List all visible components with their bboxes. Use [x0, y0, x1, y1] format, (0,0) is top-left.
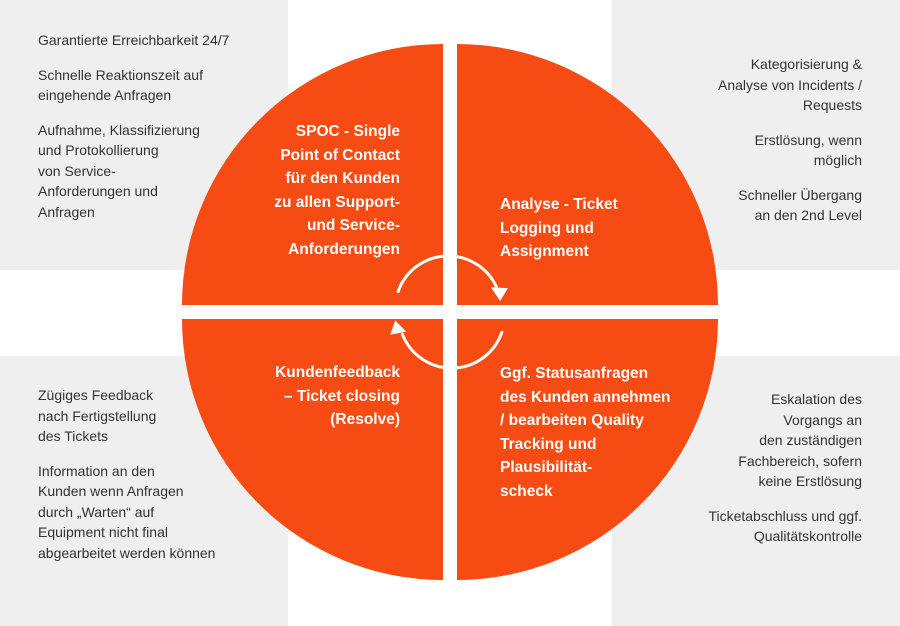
note-item: Aufnahme, Klassifizierung und Protokolli… [38, 121, 200, 220]
quadrant-top-left [182, 44, 443, 305]
note-item: Schneller Übergang an den 2nd Level [738, 186, 862, 224]
note-item: Erstlösung, wenn möglich [754, 131, 862, 169]
note-item: Kategorisierung & Analyse von Incidents … [718, 56, 862, 113]
side-notes-top-right: Kategorisierung & Analyse von Incidents … [622, 54, 862, 240]
side-notes-bottom-right: Eskalation des Vorgangs an den zuständig… [622, 389, 862, 561]
arrow-head-left-icon [390, 320, 407, 335]
arrow-head-right-icon [490, 287, 508, 301]
note-item: Zügiges Feedback nach Fertigstellung des… [38, 387, 157, 444]
quadrant-label-top-left: SPOC - Single Point of Contact für den K… [274, 123, 400, 258]
quadrant-label-bottom-left: Kundenfeedback – Ticket closing (Resolve… [275, 364, 400, 428]
quadrant-top-right [457, 44, 718, 305]
note-item: Eskalation des Vorgangs an den zuständig… [738, 391, 862, 489]
quadrant-bottom-left [182, 319, 443, 580]
note-item: Garantierte Erreichbarkeit 24/7 [38, 32, 230, 48]
note-item: Ticketabschluss und ggf. Qualitätskontro… [708, 507, 862, 545]
quadrant-label-bottom-right: Ggf. Statusanfragen des Kunden annehmen … [500, 365, 671, 500]
side-notes-bottom-left: Zügiges Feedback nach Fertigstellung des… [38, 385, 278, 577]
quadrant-label-top-right: Analyse - Ticket Logging und Assignment [500, 196, 618, 260]
quadrant-bottom-right [457, 319, 718, 580]
note-item: Information an den Kunden wenn Anfragen … [38, 462, 216, 561]
side-notes-top-left: Garantierte Erreichbarkeit 24/7 Schnelle… [38, 30, 268, 236]
note-item: Schnelle Reaktionszeit auf eingehende An… [38, 66, 203, 104]
cycle-arrows-icon [396, 254, 504, 370]
